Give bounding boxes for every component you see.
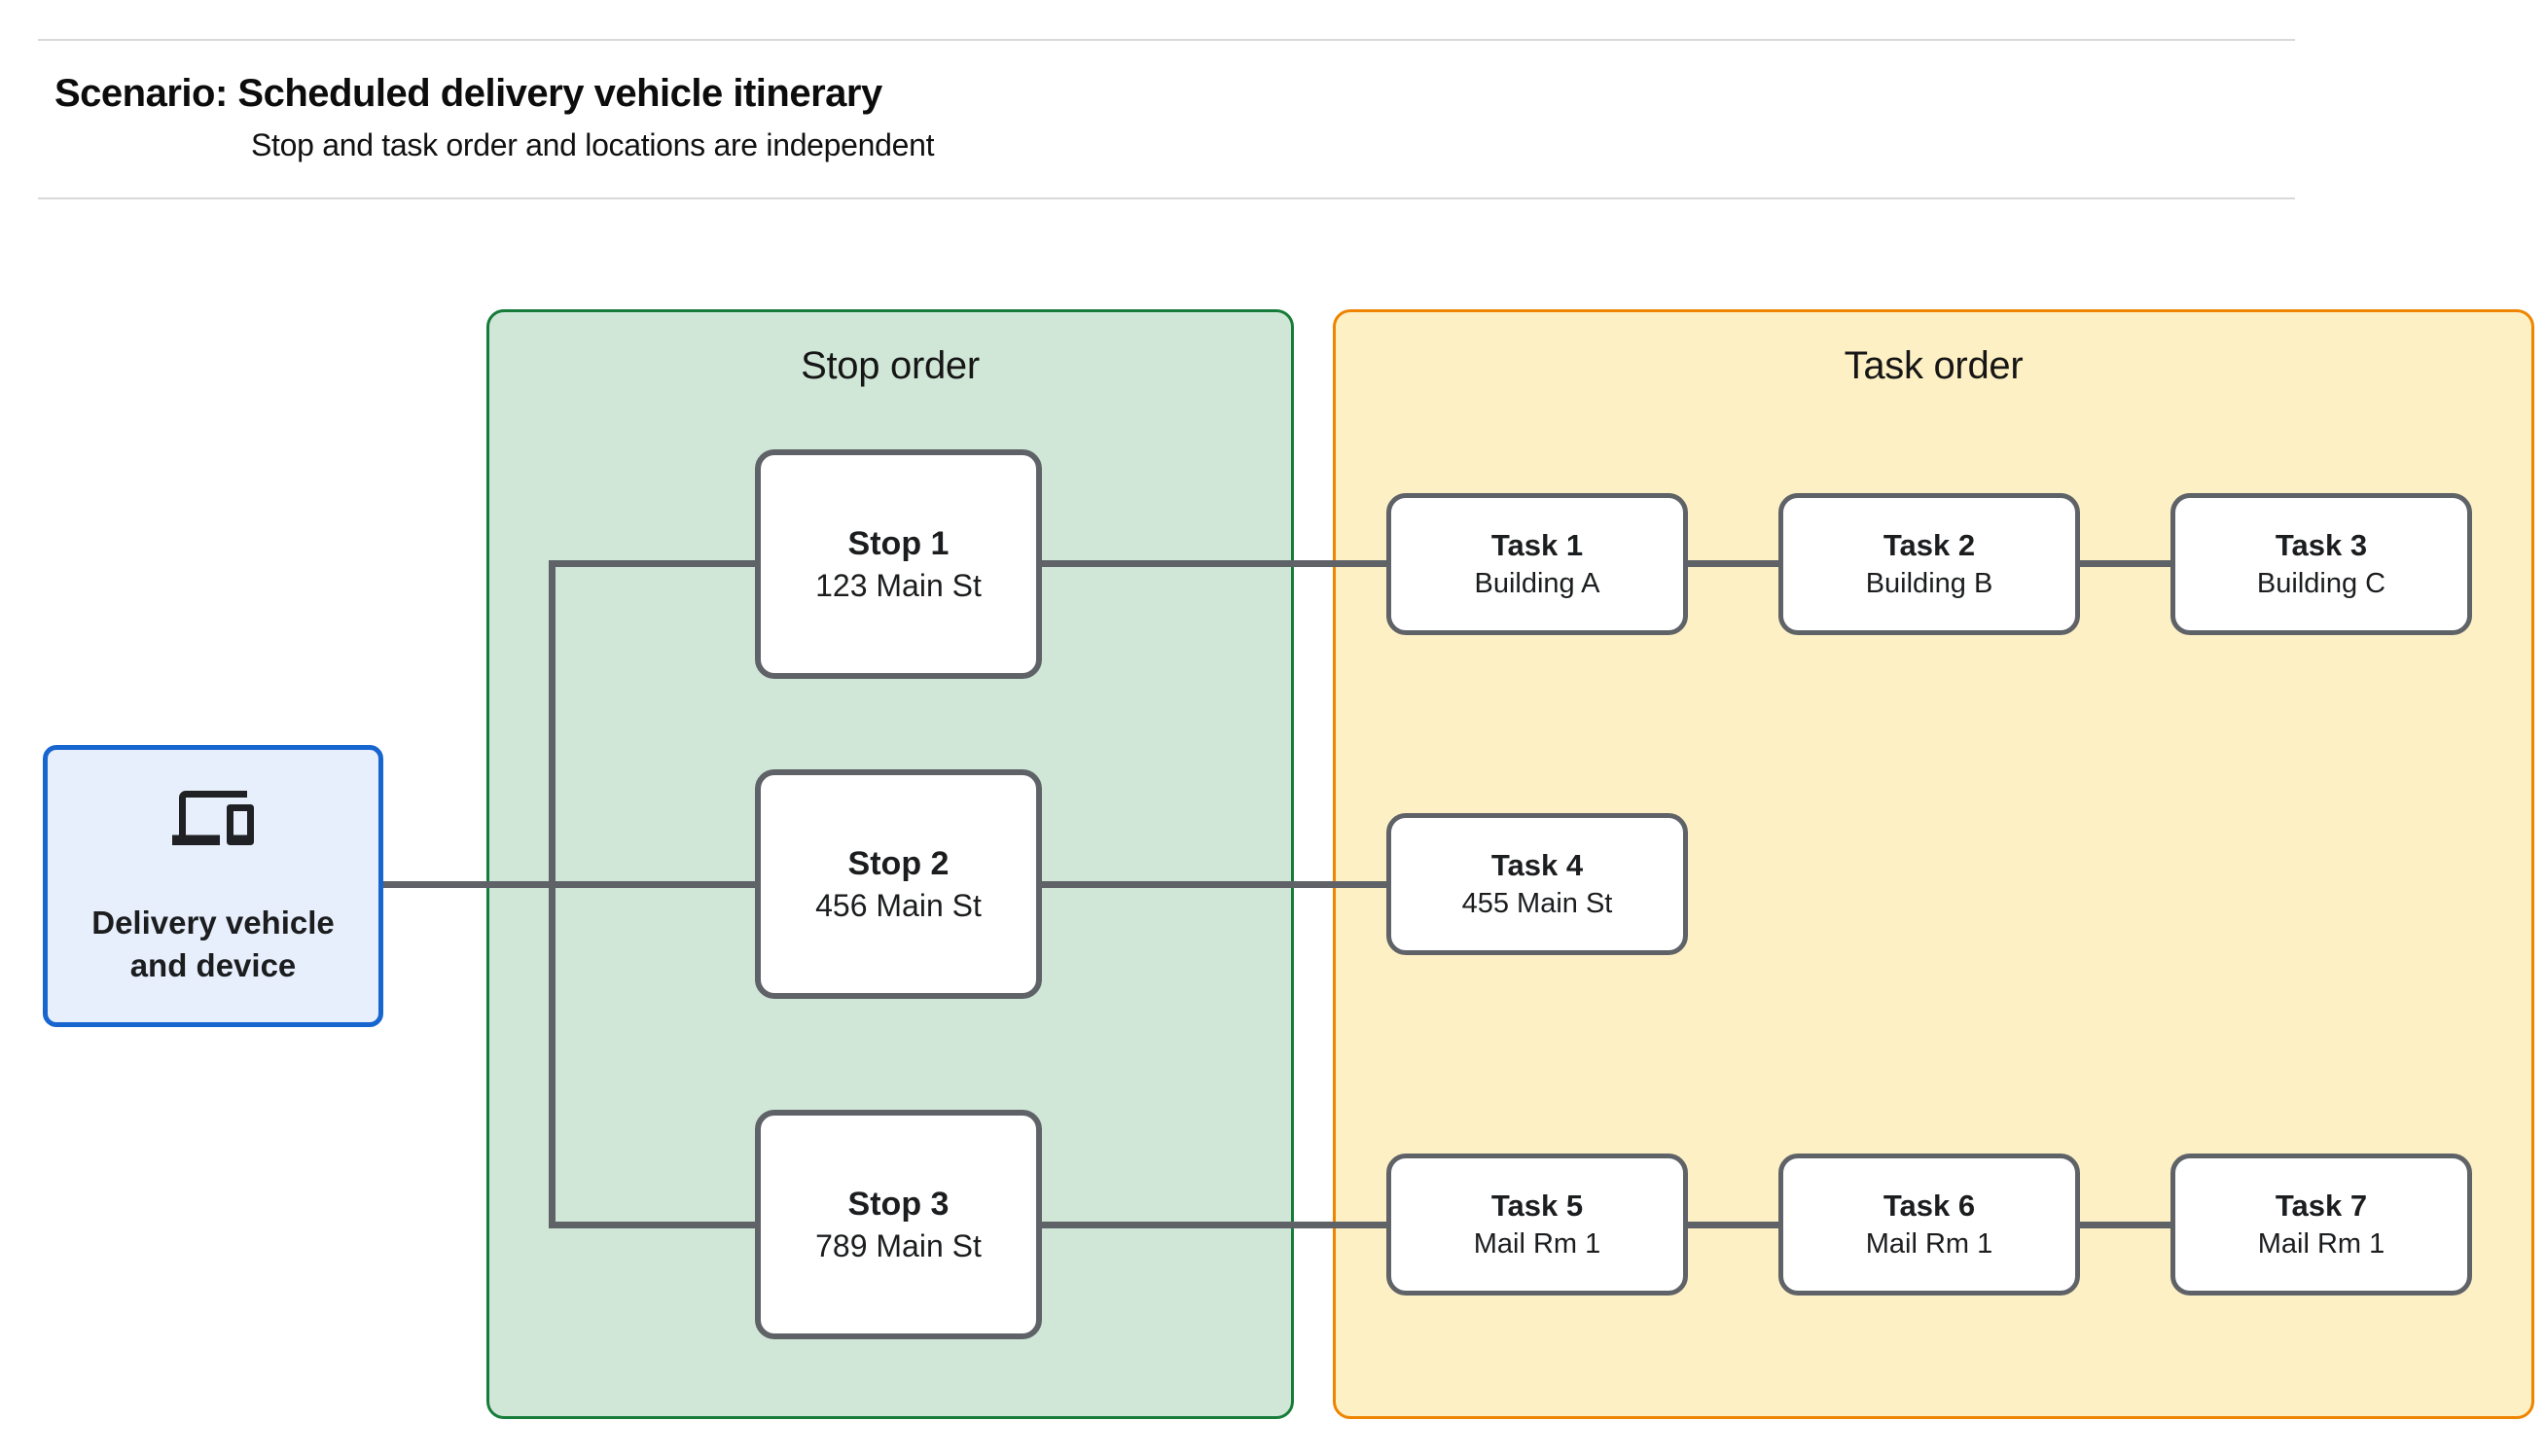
task-name: Task 2 (1883, 528, 1976, 562)
task-location: Building C (2256, 568, 2386, 599)
stop-order-panel-title: Stop order (801, 344, 980, 387)
node-stop-3: Stop 3 789 Main St (755, 1110, 1042, 1339)
connector-task6-to-task7 (2080, 1222, 2170, 1228)
task-location: Mail Rm 1 (1865, 1228, 1993, 1260)
task-name: Task 5 (1490, 1189, 1584, 1223)
connector-source-to-stop2 (379, 881, 755, 888)
stop-location: 456 Main St (815, 888, 982, 923)
node-stop-1: Stop 1 123 Main St (755, 449, 1042, 679)
task-location: Building A (1474, 568, 1600, 599)
page-title: Scenario: Scheduled delivery vehicle iti… (54, 72, 882, 115)
page-subtitle: Stop and task order and locations are in… (251, 127, 935, 162)
task-name: Task 7 (2275, 1189, 2368, 1223)
connector-stop3-to-task5 (1042, 1222, 1386, 1228)
node-delivery-vehicle: Delivery vehicle and device (43, 745, 383, 1027)
node-task-1: Task 1 Building A (1386, 493, 1688, 635)
node-task-6: Task 6 Mail Rm 1 (1778, 1154, 2080, 1296)
connector-stop1-to-task1 (1042, 560, 1386, 567)
stop-location: 123 Main St (815, 568, 982, 603)
node-task-3: Task 3 Building C (2170, 493, 2472, 635)
task-location: Mail Rm 1 (2257, 1228, 2385, 1260)
stop-name: Stop 2 (847, 845, 950, 882)
source-node-label: Delivery vehicle and device (91, 905, 335, 983)
connector-branch-vertical (549, 560, 556, 1228)
task-name: Task 3 (2275, 528, 2368, 562)
task-location: Mail Rm 1 (1473, 1228, 1601, 1260)
node-stop-2: Stop 2 456 Main St (755, 769, 1042, 999)
connector-branch-to-stop3 (549, 1222, 755, 1228)
node-task-7: Task 7 Mail Rm 1 (2170, 1154, 2472, 1296)
task-location: 455 Main St (1461, 888, 1613, 919)
stop-name: Stop 1 (847, 525, 950, 562)
stop-location: 789 Main St (815, 1228, 982, 1263)
task-name: Task 1 (1490, 528, 1584, 562)
task-location: Building B (1865, 568, 1993, 599)
task-name: Task 4 (1490, 848, 1584, 882)
task-name: Task 6 (1883, 1189, 1976, 1223)
connector-task2-to-task3 (2080, 560, 2170, 567)
node-task-4: Task 4 455 Main St (1386, 813, 1688, 955)
devices-icon (172, 791, 254, 845)
connector-branch-to-stop1 (549, 560, 755, 567)
connector-stop2-to-task4 (1042, 881, 1386, 888)
task-order-panel-title: Task order (1844, 344, 2024, 387)
bottom-divider (38, 197, 2295, 199)
connector-task5-to-task6 (1688, 1222, 1778, 1228)
node-task-5: Task 5 Mail Rm 1 (1386, 1154, 1688, 1296)
stop-name: Stop 3 (847, 1186, 950, 1223)
node-task-2: Task 2 Building B (1778, 493, 2080, 635)
top-divider (38, 39, 2295, 41)
connector-task1-to-task2 (1688, 560, 1778, 567)
